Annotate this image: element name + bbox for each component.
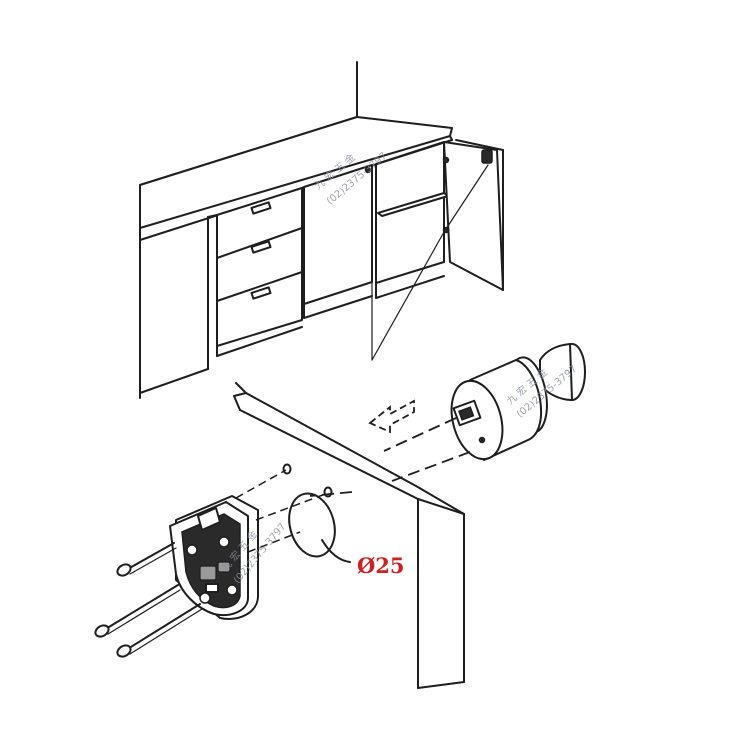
dimension-leader [321,539,351,563]
door-panel [233,382,465,689]
mounting-screw-top [116,542,177,577]
lock-cylinder [450,343,586,461]
mounting-screw-bottom [116,603,203,658]
alignment-lines-body [235,469,329,553]
mounting-screw-middle [94,584,181,638]
lock-body [169,495,259,620]
bore-diameter-label: Ø25 [357,553,405,578]
bore-hole [282,463,336,558]
alignment-lines-cylinder [309,417,471,497]
direction-arrow [368,399,415,434]
cabinet-illustration [139,116,504,399]
